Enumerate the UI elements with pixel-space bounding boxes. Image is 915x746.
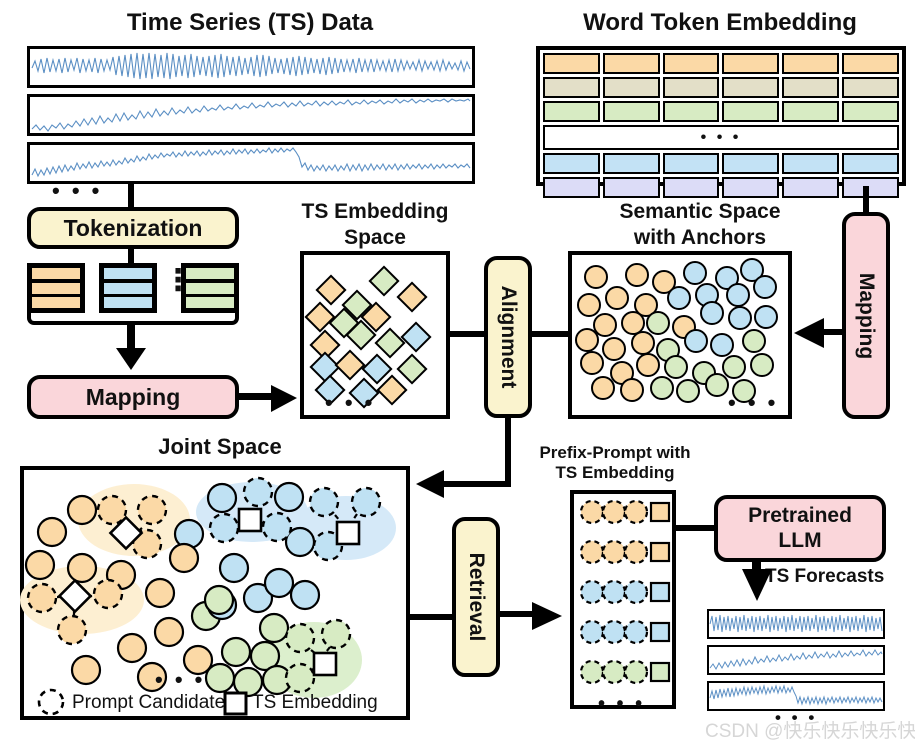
pretrained-llm-block[interactable]: Pretrained LLM [714,495,886,562]
alignment-label: Alignment [497,285,520,389]
pretrained-llm-label-line2: LLM [778,528,822,552]
arrow-tokens-to-mapping [116,322,146,370]
tokenization-block[interactable]: Tokenization [27,207,239,249]
connector-ts-space-to-alignment [450,331,486,337]
legend-prompt-candidate-label: Prompt Candidate [72,692,226,713]
ts-data-panel-2 [27,94,475,136]
prefix-prompt-rows [579,499,671,685]
prefix-prompt-row-3 [579,579,671,605]
arrow-retrieval-to-prefix-prompt [500,602,562,630]
word-token-grid-ellipsis: • • • [700,129,742,146]
ts-data-line-2 [31,98,471,132]
semantic-space-ellipsis: • • • [728,390,779,415]
arrow-into-joint-space [416,470,444,498]
joint-space-ellipsis: • • • [155,667,206,692]
connector-tokenization-to-tokens [128,249,134,265]
title-semantic-space-line2: with Anchors [633,226,767,249]
prefix-prompt-row-1 [579,499,671,525]
ts-data-ellipsis: • • • [52,178,103,203]
retrieval-label: Retrieval [465,552,488,642]
word-token-row-blue [543,153,899,174]
prefix-prompt-row-5 [579,659,671,685]
ts-embedding-space-points [304,265,432,409]
semantic-space-points [575,258,778,403]
connector-grid-to-mapping [863,186,869,212]
mapping-left-label: Mapping [85,383,181,410]
title-prefix-prompt-line1: Prefix-Prompt with [539,443,691,462]
token-stack-blue [99,263,157,313]
pretrained-llm-label-line1: Pretrained [748,504,852,528]
ts-embedding-space-panel [300,251,450,419]
title-word-token-embedding: Word Token Embedding [583,9,857,36]
ts-forecast-ellipsis: • • • [775,708,818,727]
ts-forecast-panel-3 [707,681,885,711]
legend-prompt-candidate-icon [37,688,65,716]
ts-data-line-3 [31,147,471,178]
word-token-row-beige [543,77,899,98]
title-ts-embedding-space-line1: TS Embedding [301,200,449,223]
joint-cluster-orange-1 [96,494,168,560]
ts-forecast-line-2 [709,648,883,671]
word-token-row-green [543,101,899,122]
legend-ts-embedding-icon [223,691,248,716]
alignment-block[interactable]: Alignment [484,256,532,418]
connector-alignment-down [505,418,511,487]
title-prefix-prompt-line2: TS Embedding [555,463,675,482]
mapping-right-label: Mapping [855,272,878,359]
ts-data-panel-3 [27,142,475,184]
prefix-prompt-ellipsis: • • • [598,693,646,715]
title-time-series-data: Time Series (TS) Data [126,9,374,36]
legend-ts-embedding-label: TS Embedding [252,692,378,713]
arrow-mapping-right-to-semantic [794,318,850,348]
joint-cluster-blue-1 [208,476,293,544]
joint-space-panel [20,466,410,720]
token-stack-orange [27,263,85,313]
prefix-prompt-row-4 [579,619,671,645]
mapping-left-block[interactable]: Mapping [27,375,239,419]
arrow-llm-to-forecasts [742,561,772,601]
ts-forecast-panel-2 [707,645,885,675]
semantic-space-panel [568,251,792,419]
prefix-prompt-panel [570,490,676,709]
ts-embedding-space-ellipsis: • • • [325,390,376,415]
title-ts-embedding-space-line2: Space [344,226,406,249]
connector-alignment-left [443,481,511,487]
word-token-row-ellipsis: • • • [543,125,899,150]
word-token-embedding-grid: • • • [536,46,906,198]
connector-prefix-to-llm [676,525,716,531]
joint-cluster-orange-2 [26,578,124,646]
joint-space-content [20,476,396,698]
word-token-row-orange [543,53,899,74]
tokenization-label: Tokenization [63,214,203,241]
label-ts-forecasts: TS Forecasts [765,566,885,587]
title-joint-space: Joint Space [158,434,282,459]
ts-forecast-line-3 [709,684,883,706]
joint-cluster-blue-2 [308,486,382,562]
ts-forecast-line-1 [709,614,883,633]
arrow-mapping-to-ts-space [239,385,297,412]
token-stack-green [181,263,239,313]
prefix-prompt-row-2 [579,539,671,565]
ts-forecast-panel-1 [707,609,885,639]
word-token-row-lavender [543,177,899,198]
connector-ts-to-tokenization [128,184,134,208]
mapping-right-block[interactable]: Mapping [842,212,890,419]
connector-joint-to-retrieval [410,614,456,620]
title-semantic-space-line1: Semantic Space [619,200,781,223]
connector-alignment-to-semantic [532,331,568,337]
retrieval-block[interactable]: Retrieval [452,517,500,677]
ts-data-panel-1 [27,46,475,88]
ts-data-line-1 [31,52,471,80]
joint-cluster-green-1 [284,618,352,694]
csdn-watermark: CSDN @快乐快乐快乐快乐 [705,721,915,742]
